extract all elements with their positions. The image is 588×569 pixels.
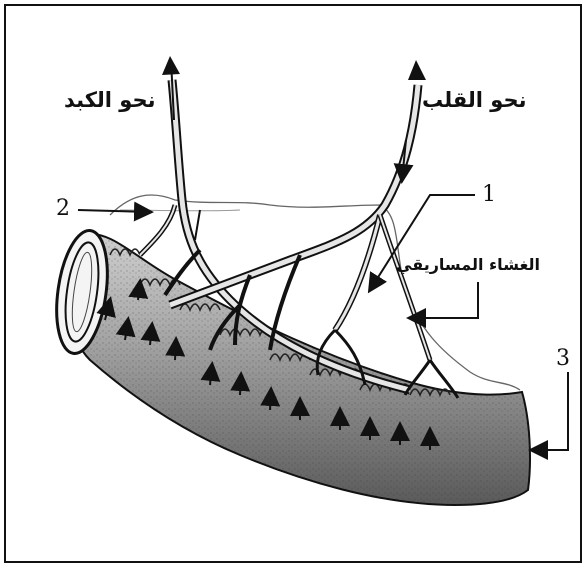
label-to-liver: نحو الكبد [64, 88, 156, 112]
label-number-3: 3 [556, 346, 570, 371]
label-number-1: 1 [482, 182, 496, 207]
label-number-2: 2 [56, 196, 70, 221]
heart-arrowhead [408, 60, 426, 80]
label-mesentery: الغشاء المساريقي [396, 255, 540, 274]
label-to-heart: نحو القلب [422, 88, 527, 112]
